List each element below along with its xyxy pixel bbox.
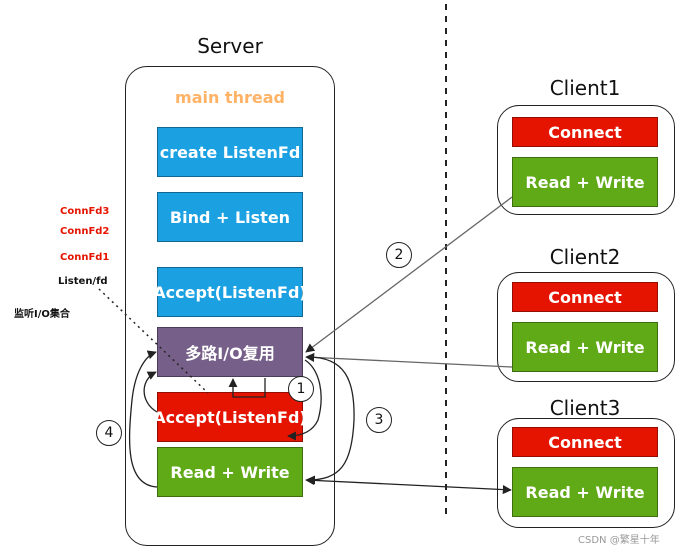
watermark: CSDN @繁星十年 [578,535,660,546]
monitor-set-label: 监听I/O集合 [14,309,70,320]
client3-connect-box: Connect [512,427,658,457]
server-title: Server [197,34,263,58]
accept-listenfd-red-box: Accept(ListenFd) [153,392,307,442]
connfd1-label: ConnFd1 [60,252,110,263]
client3-read-write-box: Read + Write [512,467,658,517]
create-listenfd-box: create ListenFd [157,127,303,177]
step-4-circle: 4 [96,420,122,446]
read-write-client3-arrow [305,475,512,495]
client2-to-multiplex-arrow [305,352,513,368]
connfd3-label: ConnFd3 [60,206,110,217]
connfd2-label: ConnFd2 [60,226,110,237]
main-thread-label: main thread [175,88,285,107]
client2-connect-box: Connect [512,282,658,312]
client2-title: Client2 [549,245,621,269]
step-1-circle: 1 [288,376,314,402]
client1-to-multiplex-arrow [305,196,513,353]
client1-read-write-box: Read + Write [512,157,658,207]
accept-listenfd-box: Accept(ListenFd) [153,267,307,317]
client2-read-write-box: Read + Write [512,322,658,372]
client1-connect-box: Connect [512,117,658,147]
server-read-write-box: Read + Write [157,447,303,497]
step-3-circle: 3 [366,407,392,433]
step-2-circle: 2 [386,242,412,268]
io-multiplex-box: 多路I/O复用 [157,327,303,377]
listen-fd-label: Listen/fd [58,276,108,287]
client3-title: Client3 [549,396,621,420]
bind-listen-box: Bind + Listen [157,192,303,242]
client1-title: Client1 [549,76,621,100]
